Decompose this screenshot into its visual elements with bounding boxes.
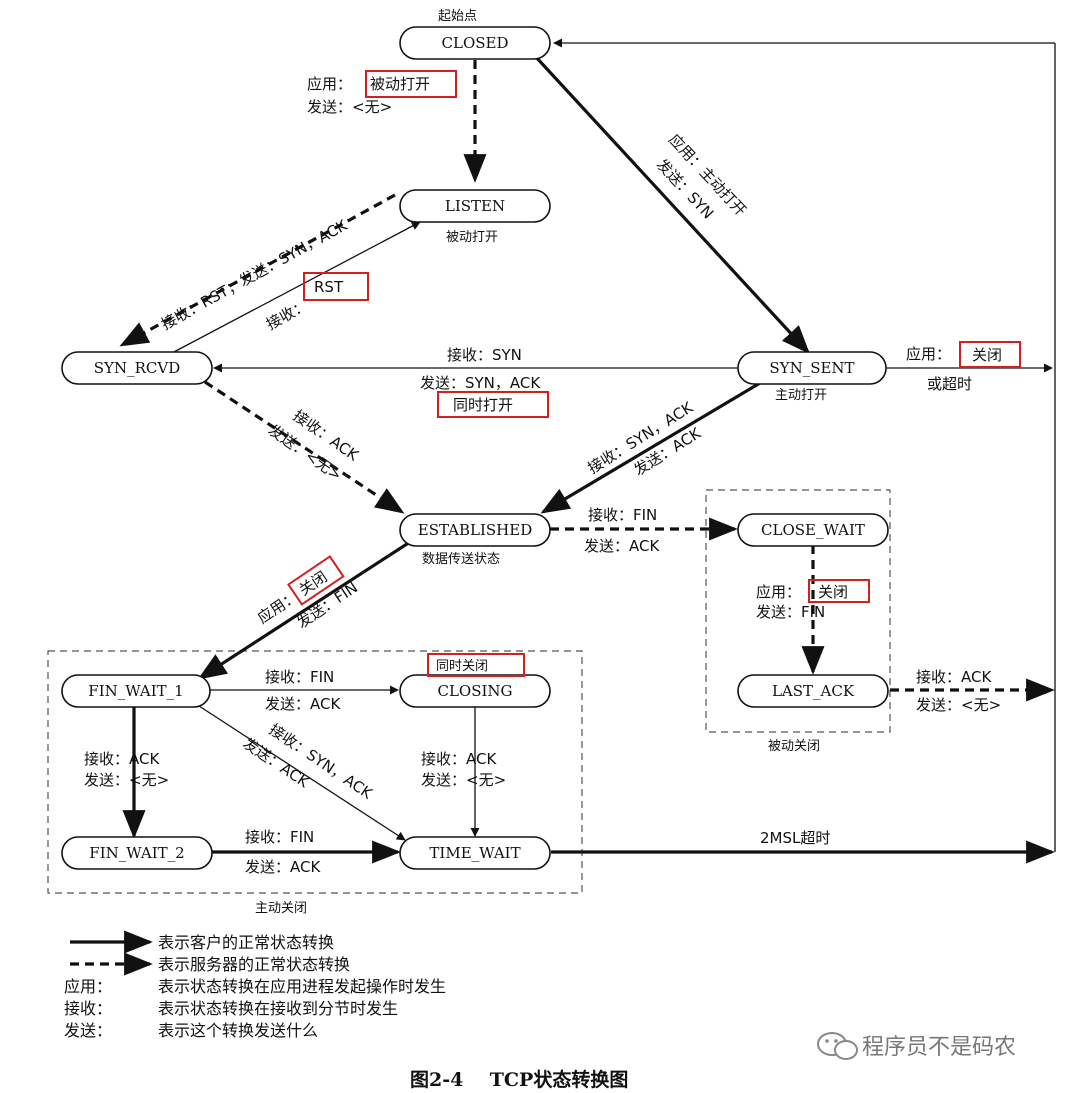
label-finwait1-closing-recv: 接收：FIN [265,668,334,686]
label-finwait2-timewait-send: 发送：ACK [245,858,321,876]
edge-listen-synrcvd [119,193,396,347]
watermark-text: 程序员不是码农 [862,1035,1016,1060]
passive-close-box [705,489,891,733]
label-est-closewait-recv: 接收：FIN [588,506,657,524]
legend-server-text: 表示服务器的正常状态转换 [158,955,350,974]
state-close-wait-label: CLOSE_WAIT [761,521,865,539]
legend-recv-desc: 表示状态转换在接收到分节时发生 [158,999,398,1018]
state-syn-sent: SYN_SENT [737,351,887,385]
label-closed-listen-prefix: 应用： [307,75,352,93]
caption-passive-close: 被动关闭 [768,739,820,754]
label-closing-timewait-send: 发送：<无> [421,771,506,789]
state-syn-sent-label: SYN_SENT [769,359,854,377]
highlight-close-1 [959,341,1021,368]
state-last-ack: LAST_ACK [737,674,889,708]
label-synsent-synrcvd-recv: 接收：SYN [447,346,522,364]
state-fin-wait-1-label: FIN_WAIT_1 [88,682,183,700]
highlight-rst [303,272,369,301]
label-closewait-lastack-prefix: 应用： [756,583,801,601]
caption-syn-sent: 主动打开 [775,388,827,403]
state-listen-label: LISTEN [445,197,505,215]
label-closewait-lastack-send: 发送：FIN [756,603,825,621]
label-finwait2-timewait-recv: 接收：FIN [245,828,314,846]
label-synrcvd-est-group: 接收：ACK 发送：<无> [265,407,363,485]
edge-closed-synsent [533,54,810,355]
edge-synrcvd-established [204,380,405,514]
state-listen: LISTEN [399,189,551,223]
label-synsent-synrcvd-send: 发送：SYN，ACK [420,374,541,392]
label-est-closewait-send: 发送：ACK [584,537,660,555]
state-closing-label: CLOSING [437,682,512,700]
edge-synsent-established [540,381,761,514]
state-fin-wait-2-label: FIN_WAIT_2 [89,844,184,862]
label-simultaneous-open: 同时打开 [453,396,513,414]
state-closed: CLOSED [399,26,551,60]
state-established-label: ESTABLISHED [418,521,533,539]
label-simultaneous-close: 同时关闭 [436,659,488,674]
highlight-close-3 [287,555,345,606]
label-synrcvd-listen-rst: RST [314,278,344,296]
legend-app-desc: 表示状态转换在应用进程发起操作时发生 [158,977,446,996]
label-closed-listen-send: 发送：<无> [307,98,392,116]
label-lastack-closed-recv: 接收：ACK [916,668,992,686]
active-close-box [47,650,583,894]
caption-listen: 被动打开 [446,230,498,245]
label-synsent-closed-prefix: 应用： [906,345,951,363]
legend-send-key: 发送： [64,1021,112,1040]
state-last-ack-label: LAST_ACK [772,682,855,700]
edge-finwait1-timewait [195,703,406,841]
legend-recv-key: 接收： [64,999,112,1018]
label-listen-synrcvd: 接收：RST；发送：SYN，ACK [158,216,351,334]
label-closewait-lastack-app: 关闭 [818,583,848,601]
label-synsent-closed-app: 关闭 [972,346,1002,364]
label-timewait-closed: 2MSL超时 [760,829,830,847]
state-syn-rcvd-label: SYN_RCVD [94,359,180,377]
state-syn-rcvd: SYN_RCVD [61,351,213,385]
legend-app-key: 应用： [64,977,112,996]
label-closing-timewait-recv: 接收：ACK [421,750,497,768]
state-time-wait: TIME_WAIT [399,836,551,870]
caption-established: 数据传送状态 [422,552,500,567]
label-finwait1-closing-send: 发送：ACK [265,695,341,713]
highlight-simultaneous-close [427,653,525,677]
edge-established-finwait1 [197,540,411,680]
state-fin-wait-1: FIN_WAIT_1 [61,674,211,708]
edge-synrcvd-listen [171,221,421,354]
highlight-passive-open [365,70,457,98]
watermark: 程序员不是码农 [817,1032,1016,1060]
highlight-close-2 [808,579,870,603]
caption-active-close: 主动关闭 [255,901,307,916]
label-synsent-closed-or: 或超时 [927,375,972,393]
legend-client-text: 表示客户的正常状态转换 [158,933,334,952]
caption-start: 起始点 [438,9,477,24]
state-closing: CLOSING [399,674,551,708]
legend-send-desc: 表示这个转换发送什么 [158,1021,318,1040]
label-closed-synsent-group: 应用：主动打开 发送：SYN [653,130,750,222]
wechat-icon [817,1032,858,1060]
label-lastack-closed-send: 发送：<无> [916,696,1001,714]
highlight-simultaneous-open [437,391,549,418]
state-time-wait-label: TIME_WAIT [429,844,520,862]
state-fin-wait-2: FIN_WAIT_2 [61,836,213,870]
state-established: ESTABLISHED [399,513,551,547]
state-close-wait: CLOSE_WAIT [737,513,889,547]
figure-caption: 图2-4 TCP状态转换图 [410,1068,628,1091]
state-closed-label: CLOSED [442,34,509,52]
label-finwait1-finwait2-recv: 接收：ACK [84,750,160,768]
label-finwait1-finwait2-send: 发送：<无> [84,771,169,789]
label-closed-listen-app: 被动打开 [370,75,430,93]
label-listen-synrcvd-group: 接收：RST；发送：SYN，ACK [158,216,351,334]
